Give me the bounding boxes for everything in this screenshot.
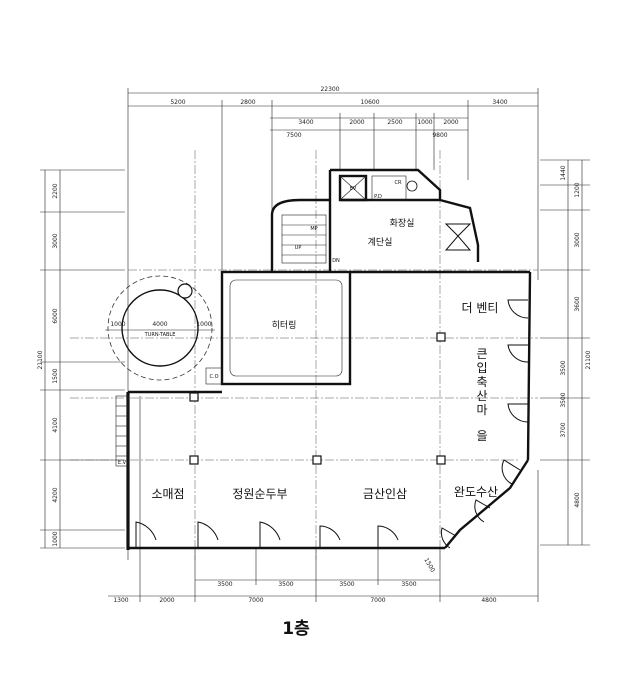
label-dn: DN [332, 258, 340, 264]
dim-right-6: 3500 [560, 392, 567, 407]
dim-right-3: 3000 [574, 232, 581, 247]
dim-left-4: 1500 [52, 368, 59, 383]
dim-right-1: 1440 [560, 165, 567, 180]
dim-bottom-row2-3: 7000 [248, 597, 263, 604]
room-keunip-4: 산 [476, 389, 487, 403]
label-ev: EV [350, 186, 357, 192]
dim-top-row3-1: 3400 [298, 119, 313, 126]
room-keunip-5: 마 [476, 403, 487, 417]
room-wando-seafood: 완도수산 [454, 485, 498, 499]
dim-top-row4-1: 7500 [286, 132, 301, 139]
dim-bottom-row2-4: 7000 [370, 597, 385, 604]
dim-bottom-row2-1: 1300 [113, 597, 128, 604]
dim-top-row3-2: 2000 [349, 119, 364, 126]
room-keunip-2: 입 [476, 361, 487, 375]
room-heating: 히터링 [272, 319, 297, 331]
dim-top-row3-3: 2500 [387, 119, 402, 126]
dim-bottom-row1-1: 3500 [217, 581, 232, 588]
left-dimensions: 21100 2200 3000 6000 1500 4100 4200 1000 [37, 169, 125, 549]
columns [189, 332, 446, 465]
dim-top-row4-2: 9800 [432, 132, 447, 139]
top-dimensions: 22300 5200 2800 10600 3400 3400 2000 250… [127, 86, 539, 560]
dim-top-row2-1: 5200 [170, 99, 185, 106]
label-ev-small: E.V [118, 460, 127, 466]
dim-right-8: 4800 [574, 492, 581, 507]
building-walls [115, 168, 532, 550]
label-mp: MP [310, 226, 317, 232]
dim-top-row2-2: 2800 [240, 99, 255, 106]
dim-left-1: 2200 [52, 183, 59, 198]
room-geumsan-ginseng: 금산인삼 [363, 487, 407, 501]
turn-table-dim-1: 1000 [110, 321, 125, 328]
dim-left-2: 3000 [52, 233, 59, 248]
turn-table-dim-2: 4000 [152, 321, 167, 328]
dim-left-3: 6000 [52, 308, 59, 323]
dim-right-4: 3600 [574, 296, 581, 311]
floor-title: 1층 [282, 619, 310, 639]
dim-bottom-diag: 1500 [422, 557, 436, 574]
label-cr: CR [395, 180, 402, 186]
room-keunip-1: 큰 [476, 347, 487, 361]
dim-left-7: 1000 [52, 531, 59, 546]
room-store: 소매점 [151, 487, 184, 501]
dim-left-6: 4200 [52, 487, 59, 502]
room-keunip-6: 을 [476, 429, 487, 443]
label-up: UP [295, 245, 302, 251]
room-keunip-3: 축 [476, 375, 487, 389]
room-jeongwon-tofu: 정원순두부 [232, 487, 287, 501]
turn-table-dim-3: 1000 [196, 321, 211, 328]
turn-table-label: TURN-TABLE [144, 332, 176, 338]
dim-top-row2-4: 3400 [492, 99, 507, 106]
dim-left-5: 4100 [52, 417, 59, 432]
dim-left-total: 21100 [37, 350, 44, 369]
dim-top-row2-3: 10600 [360, 99, 379, 106]
dim-top-row3-4: 1000 [417, 119, 432, 126]
room-labels: 계단실 화장실 히터링 더 벤티 큰 입 축 산 마 을 소매점 정원순두부 금… [118, 180, 499, 501]
dim-top-total: 22300 [320, 86, 339, 93]
dim-bottom-row2-2: 2000 [159, 597, 174, 604]
dim-bottom-row2-5: 4800 [481, 597, 496, 604]
dim-right-2: 1200 [574, 182, 581, 197]
dim-bottom-row1-2: 3500 [278, 581, 293, 588]
dim-right-7: 3700 [560, 422, 567, 437]
turn-table: TURN-TABLE 1000 4000 1000 [105, 275, 215, 381]
dim-right-5: 3500 [560, 360, 567, 375]
dim-right-total: 21100 [585, 350, 592, 369]
room-stair-hall: 계단실 [368, 236, 393, 248]
label-co: C.O [209, 374, 218, 380]
room-the-venti: 더 벤티 [462, 301, 499, 315]
right-dimensions: 21100 1440 1200 3000 3600 3500 3500 3700… [540, 159, 592, 546]
dim-bottom-row1-3: 3500 [339, 581, 354, 588]
dim-top-row3-5: 2000 [443, 119, 458, 126]
bottom-dimensions: 3500 3500 3500 3500 1300 2000 7000 7000 … [108, 470, 539, 604]
storefront-doors [135, 299, 529, 549]
label-pd: P.D [374, 194, 382, 200]
room-restroom: 화장실 [390, 218, 415, 229]
dim-bottom-row1-4: 3500 [401, 581, 416, 588]
